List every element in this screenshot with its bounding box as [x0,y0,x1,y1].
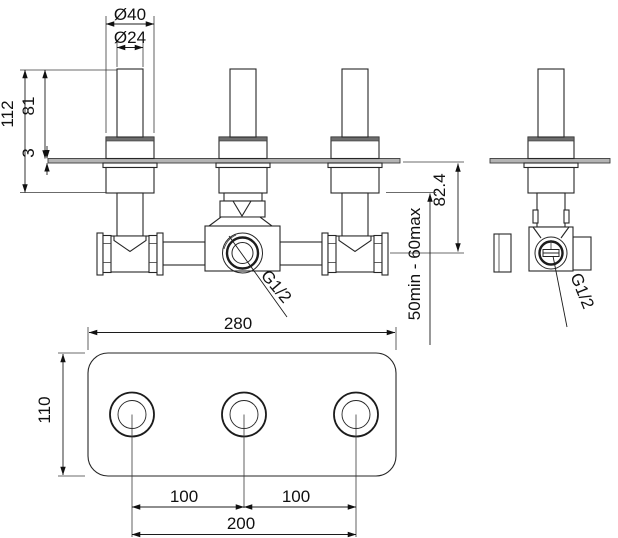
plate-hole-right [333,391,379,537]
tee-fitting-right [321,232,389,276]
valve-right [327,68,383,237]
valve-stem-left [116,68,144,138]
side-port-right-block [572,236,592,271]
plate-hole-middle [221,391,267,508]
thread-port-circle [225,236,260,270]
wall-plate-front [47,158,401,164]
dim-install-range: 50min - 60max [405,207,424,320]
valve-left [102,68,158,237]
front-elevation-view [47,68,401,318]
side-port-left-block [493,233,512,273]
supply-pipe-right [279,241,323,266]
dim-100-left: 100 [170,487,198,506]
valve-stem-right [341,68,369,138]
valve-middle [215,68,271,218]
valve-stem-middle [229,68,257,138]
dim-dia40: Ø40 [114,5,146,24]
dim-112: 112 [0,100,17,127]
wall-plate-side [489,158,611,164]
valve-stem-side [537,68,565,138]
dim-3: 3 [19,148,38,157]
dim-824: 82.4 [430,173,449,206]
thread-port-inner-circle [231,242,254,264]
thread-label-side: G1/2 [566,270,597,311]
tee-fitting-left [96,232,164,276]
dim-280: 280 [224,314,252,333]
supply-pipe-left [162,241,206,266]
thread-label-front: G1/2 [257,266,295,306]
dim-100-right: 100 [282,487,310,506]
side-elevation-view [489,68,611,328]
dim-81: 81 [19,97,38,116]
dim-110: 110 [35,396,54,423]
thread-port-outer-circle [222,232,263,274]
thread-leader-line-side [552,255,568,328]
side-thread-port-outer-circle [534,236,568,270]
central-valve-body [204,216,288,318]
mounting-plate [87,352,397,477]
dim-200: 200 [227,514,255,533]
plate-hole-left [109,391,155,537]
thread-leader-line-front [228,235,288,318]
dim-dia24: Ø24 [114,28,146,47]
face-plate-plan-view [87,352,397,537]
